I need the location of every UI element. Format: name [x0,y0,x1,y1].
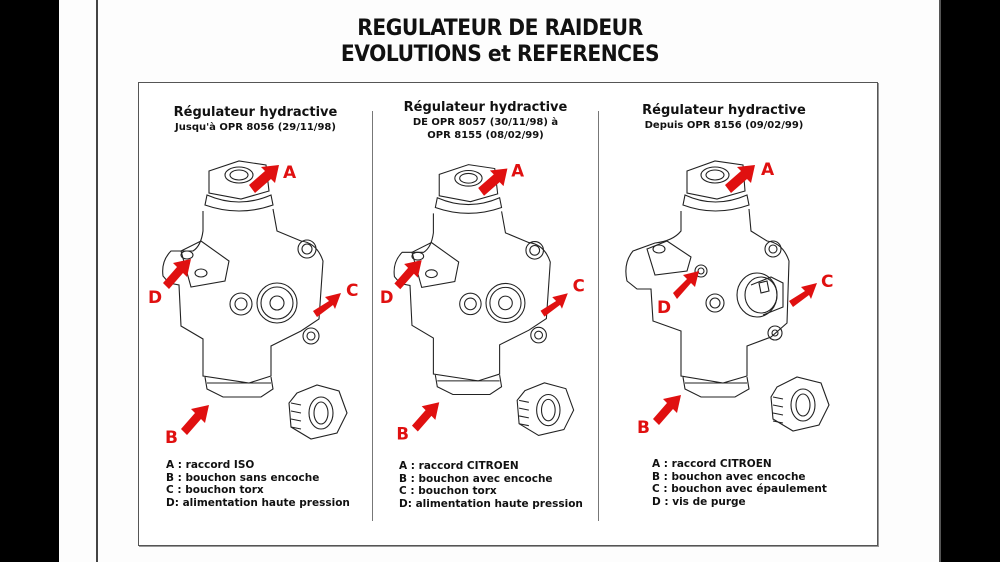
regulator-body-outline [625,160,830,432]
callout-label-a: A [283,163,297,183]
arrow-icon-d [673,271,699,299]
legend-item-c: C : bouchon avec épaulement [652,483,827,495]
callout-arrows [163,165,341,435]
comparison-panel: Régulateur hydractive Jusqu'à OPR 8056 (… [138,82,878,546]
arrow-icon-a [478,168,508,196]
legend-item-c: C : bouchon torx [399,485,497,497]
heading-ref-line1: DE OPR 8057 (30/11/98) à [412,117,559,128]
regulator-drawing: A B C D [148,160,358,448]
arrow-icon-d [394,260,422,290]
callout-label-a: A [511,161,524,180]
legend-item-a: A : raccord CITROEN [652,458,772,470]
legend-item-d: D: alimentation haute pression [166,496,350,509]
callout-label-b: B [396,424,409,443]
callout-label-a: A [761,160,775,180]
legend-item-d: D: alimentation haute pression [399,497,583,510]
callout-label-d: D [380,288,394,307]
legend-item-b: B : bouchon avec encoche [652,470,806,483]
heading-title: Régulateur hydractive [642,103,806,118]
arrow-icon-c [789,283,817,307]
arrow-icon-c [313,293,341,317]
callout-label-d: D [148,288,162,308]
heading-ref-line2: OPR 8155 (08/02/99) [427,130,544,141]
regulator-drawing: A B C D [380,161,585,443]
legend-item-a: A : raccord CITROEN [399,460,519,472]
regulator-drawing: A B C D [625,160,833,438]
legend-item-b: B : bouchon sans encoche [166,471,320,484]
regulator-body-outline [393,164,575,436]
column-divider [372,111,373,521]
page-border-right [939,0,941,562]
column-version-1: Régulateur hydractive Jusqu'à OPR 8056 (… [139,83,372,545]
legend: A : raccord CITROEN B : bouchon avec enc… [399,460,583,510]
callout-label-c: C [346,281,358,301]
heading-title: Régulateur hydractive [173,105,338,120]
callout-label-d: D [657,298,671,318]
legend-item-c: C : bouchon torx [166,484,264,496]
callout-arrows [653,165,817,425]
arrow-icon-d [163,259,191,289]
legend: A : raccord ISO B : bouchon sans encoche… [166,459,350,509]
arrow-icon-c [540,293,568,317]
document-title-line1: REGULATEUR DE RAIDEUR [357,16,643,41]
document-title-line2: EVOLUTIONS et REFERENCES [340,42,660,67]
callout-arrows [394,168,568,432]
arrow-icon-b [411,402,440,432]
heading-ref: Depuis OPR 8156 (09/02/99) [644,120,804,131]
column-version-3: Régulateur hydractive Depuis OPR 8156 (0… [599,83,877,545]
arrow-icon-b [181,405,209,435]
legend-item-d: D : vis de purge [652,495,746,508]
column-heading: Régulateur hydractive Jusqu'à OPR 8056 (… [139,105,372,134]
legend: A : raccord CITROEN B : bouchon avec enc… [652,458,827,508]
callout-label-b: B [637,418,650,438]
heading-title: Régulateur hydractive [403,100,568,115]
arrow-icon-b [653,395,681,425]
page-border-left [96,0,98,562]
legend-item-a: A : raccord ISO [166,459,255,471]
heading-ref: Jusqu'à OPR 8056 (29/11/98) [175,122,336,133]
callout-label-b: B [165,428,178,448]
column-version-2: Régulateur hydractive DE OPR 8057 (30/11… [373,83,598,545]
callout-label-c: C [821,272,833,292]
legend-item-b: B : bouchon avec encoche [399,472,553,485]
arrow-icon-a [725,165,755,193]
callout-label-c: C [573,276,585,295]
column-heading: Régulateur hydractive DE OPR 8057 (30/11… [373,100,598,142]
arrow-icon-a [249,165,279,193]
column-divider [598,111,599,521]
regulator-body-outline [162,160,348,440]
column-heading: Régulateur hydractive Depuis OPR 8156 (0… [585,103,863,132]
